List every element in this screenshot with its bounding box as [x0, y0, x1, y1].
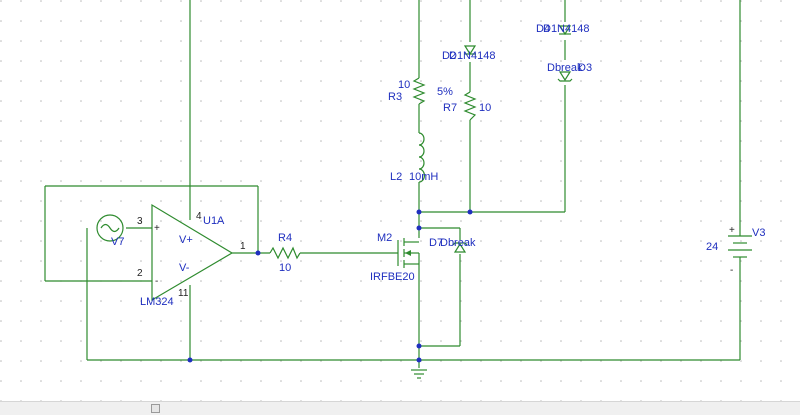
resistor-r4-value: 10	[279, 262, 291, 274]
opamp-pin-11: 11	[178, 288, 189, 299]
diode-d3-model: Dbreak	[547, 62, 583, 74]
resistor-r4-refdes: R4	[278, 232, 292, 244]
diode-d7-model: Dbreak	[440, 237, 476, 249]
opamp-minus-sign: -	[155, 276, 158, 287]
ground-symbol-icon	[411, 369, 427, 379]
opamp-pin-2: 2	[137, 268, 143, 279]
opamp-u1a[interactable]: + - V+ V- 3 2 1 4 11 U1A LM324	[137, 203, 246, 308]
opamp-pin-4: 4	[196, 211, 202, 222]
resistor-r7[interactable]: R7 10	[443, 91, 491, 121]
diode-d7[interactable]: D7 Dbreak	[429, 237, 476, 253]
source-v7[interactable]: V7	[96, 214, 124, 248]
resistor-r3-refdes: R3	[388, 91, 402, 103]
mosfet-m2-model: IRFBE20	[370, 271, 415, 283]
opamp-plus-sign: +	[154, 223, 160, 234]
diode-d4-refdes: D4	[536, 23, 550, 35]
battery-v3-value: 24	[706, 241, 718, 253]
schematic-drawing: + - V+ V- 3 2 1 4 11 U1A LM324 V7 R4 10 …	[0, 0, 800, 402]
inductor-l2-refdes: L2	[390, 171, 402, 183]
opamp-model: LM324	[140, 296, 174, 308]
battery-v3[interactable]: + - V3 24	[706, 225, 765, 276]
grid-background	[0, 0, 800, 402]
battery-plus-sign: +	[729, 225, 735, 236]
opamp-pin-3: 3	[137, 216, 143, 227]
inductor-l2-value: 10mH	[409, 171, 438, 183]
mosfet-m2[interactable]: M2 IRFBE20	[370, 232, 420, 283]
resistor-r3-tolerance: 5%	[437, 86, 453, 98]
diode-d2[interactable]: D2 D1N4148	[442, 45, 495, 62]
resistor-zigzag-icon	[269, 246, 301, 260]
opamp-vminus-label: V-	[179, 262, 190, 274]
diode-d7-refdes: D7	[429, 237, 443, 249]
battery-minus-sign: -	[730, 265, 733, 276]
sine-wave-icon	[100, 223, 120, 233]
resistor-r3-value: 10	[398, 79, 410, 91]
resistor-zigzag-icon	[412, 77, 426, 105]
resistor-r7-refdes: R7	[443, 102, 457, 114]
diode-d3-refdes: D3	[578, 62, 592, 74]
resistor-r3[interactable]: 10 5% R3	[388, 77, 453, 105]
diode-d3[interactable]: Dbreak D3	[547, 62, 592, 82]
opamp-pin-1: 1	[240, 241, 246, 252]
resistor-r4[interactable]: R4 10	[269, 232, 301, 274]
scrollbar-thumb[interactable]	[151, 404, 160, 413]
opamp-refdes: U1A	[203, 215, 225, 227]
resistor-r7-value: 10	[479, 102, 491, 114]
mosfet-m2-refdes: M2	[377, 232, 392, 244]
inductor-coil-icon	[418, 132, 426, 183]
battery-v3-refdes: V3	[752, 227, 765, 239]
diode-d2-refdes: D2	[442, 50, 456, 62]
diode-d2-model: D1N4148	[449, 50, 495, 62]
junction-nodes	[187, 209, 473, 363]
horizontal-scrollbar[interactable]	[0, 401, 800, 415]
source-v7-refdes: V7	[111, 236, 124, 248]
resistor-zigzag-icon	[463, 91, 477, 121]
inductor-l2[interactable]: L2 10mH	[390, 132, 438, 183]
diode-d4-model: D1N4148	[543, 23, 589, 35]
opamp-vplus-label: V+	[179, 234, 193, 246]
diode-d4[interactable]: D4 D1N4148	[536, 23, 589, 36]
